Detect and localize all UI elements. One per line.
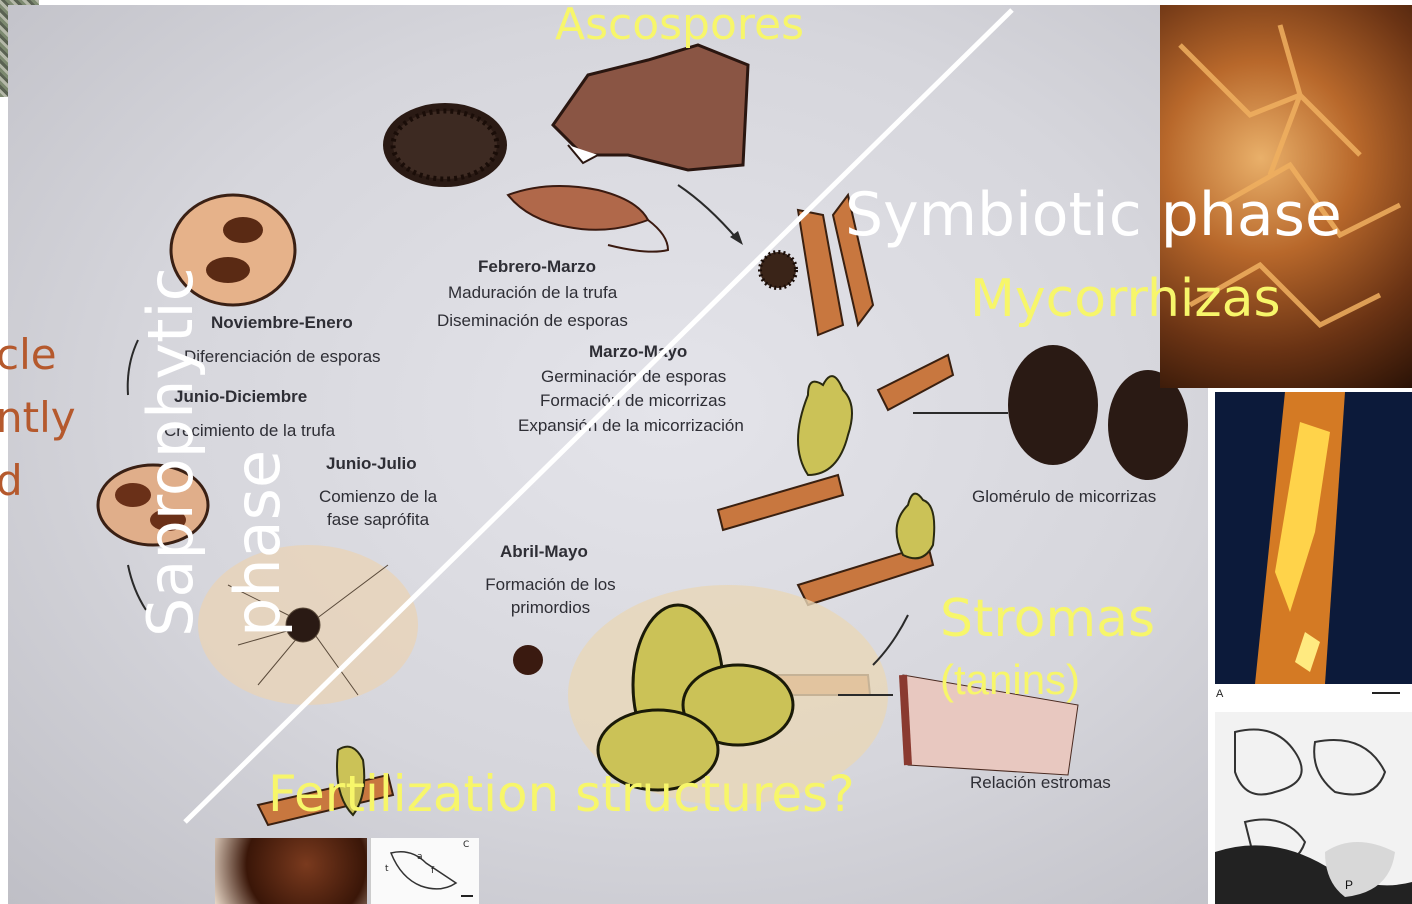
figure-caption-a: A [1216,688,1223,700]
root-stroma-photo [1215,392,1412,684]
cut-text-line-3: d [0,456,23,505]
cut-text-line-1: cle [0,330,57,379]
micrograph-photo: P [1215,712,1412,904]
fertilization-photo [215,838,367,904]
saprophytic-phase-label: phase [223,450,293,637]
drawing-label-f: f [431,866,434,876]
cut-text-line-2: ntly [0,393,76,442]
mycorrhizas-label: Mycorrhizas [970,268,1281,330]
symbiotic-phase-label: Symbiotic phase [845,180,1342,250]
drawing-label-a: a [417,852,423,862]
stromas-label: Stromas [940,588,1155,650]
root-stroma-photo-shape [1215,392,1412,684]
ascospores-label: Ascospores [555,0,804,50]
fertilization-drawing: C t a f [370,838,479,904]
fertilization-structures-label: Fertilization structures? [268,764,855,824]
drawing-label-t: t [385,864,389,874]
drawing-label-c: C [463,840,469,850]
tanins-label: (tanins) [940,654,1080,706]
saprophytic-label: Saprophytic [136,267,206,637]
scale-bar [1372,692,1400,694]
micrograph-texture [1215,712,1412,904]
micrograph-label-p: P [1345,878,1353,892]
